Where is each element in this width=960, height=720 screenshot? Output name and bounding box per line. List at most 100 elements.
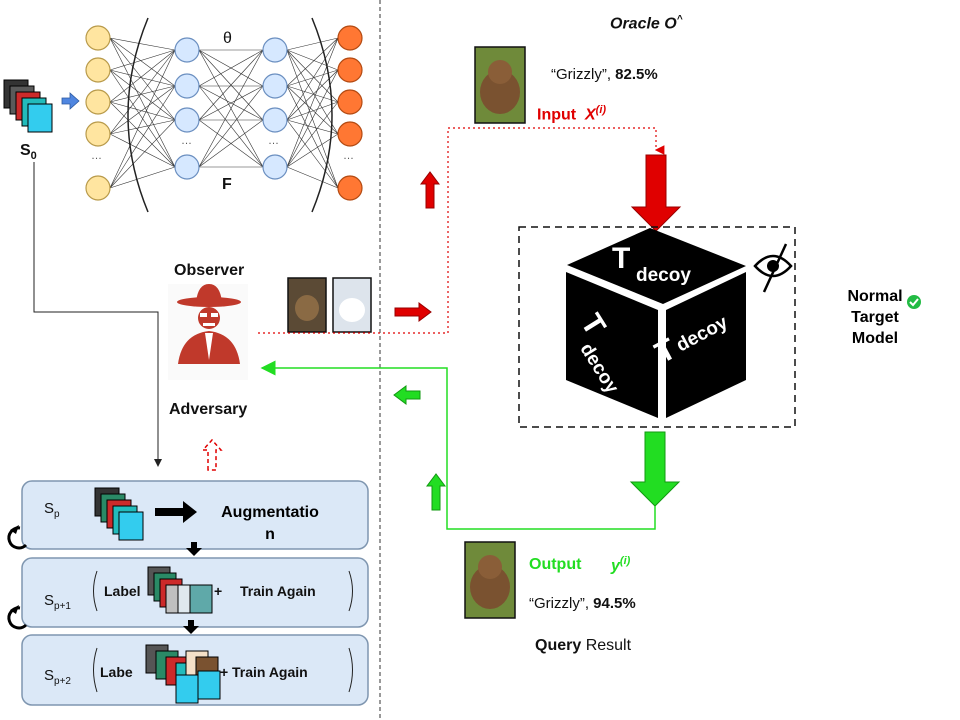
output-node: [337, 89, 363, 115]
row3-image-stack: [145, 644, 221, 704]
box2-left-bracket: [93, 570, 98, 612]
row2-train-again: Train Again: [240, 583, 316, 599]
green-left-arrow: [393, 385, 421, 405]
network-edge: [109, 101, 176, 121]
network-edge: [109, 166, 176, 189]
theta-label: θ: [223, 30, 232, 47]
network-edge: [109, 85, 176, 189]
network-edge: [198, 85, 264, 168]
query-input-path: [258, 127, 665, 334]
output-label: Output: [529, 556, 582, 573]
query-output-path: [260, 360, 656, 530]
network-edge: [286, 69, 339, 87]
network-edge: [286, 166, 339, 189]
green-up-arrow: [426, 473, 446, 511]
seed-to-training-line: [33, 162, 162, 467]
hidden-node-a: [174, 37, 200, 63]
eye-slash-icon: [753, 243, 793, 293]
network-edge: [286, 49, 339, 103]
network-edge: [109, 85, 176, 103]
network-edge: [109, 49, 176, 103]
cube-top-label: T decoy: [612, 242, 691, 286]
hidden-node-a: [174, 107, 200, 133]
red-up-arrow: [420, 171, 440, 209]
network-edge: [286, 85, 339, 189]
down-arrow-2: [183, 620, 199, 634]
grizzly-output-photo: [464, 541, 516, 619]
network-edge: [109, 49, 176, 189]
augment-arrow: [155, 501, 197, 523]
network-edge: [286, 119, 339, 135]
output-node: [337, 121, 363, 147]
network-edge: [109, 37, 176, 87]
network-edge: [286, 101, 339, 168]
svg-text:T: T: [612, 242, 630, 275]
output-caption: “Grizzly”, 94.5%: [529, 595, 636, 612]
box3-right-bracket: [348, 647, 353, 693]
ellipsis-3: …: [268, 135, 279, 147]
hidden-node-b: [262, 107, 288, 133]
f-label: F: [222, 176, 232, 193]
dashed-red-up-arrow: [201, 438, 223, 471]
output-node: [337, 25, 363, 51]
box3-left-bracket: [93, 647, 98, 693]
row2-s-label: Sp+1: [44, 592, 71, 612]
network-edge: [109, 37, 176, 168]
network-edge: [109, 119, 176, 189]
input-node: [85, 175, 111, 201]
network-edge: [109, 37, 176, 51]
seed-image-stack: [3, 79, 53, 133]
network-edge: [286, 85, 339, 103]
query-result-label: Query Result: [535, 637, 632, 654]
grizzly-input-photo: [474, 46, 526, 124]
output-big-arrow: [629, 431, 681, 507]
row3-label-text: Labe: [100, 664, 133, 680]
box2-right-bracket: [348, 570, 353, 612]
input-node: [85, 121, 111, 147]
input-big-arrow: [630, 154, 682, 232]
network-edge: [198, 119, 264, 168]
network-edge: [286, 37, 339, 51]
observer-label: Observer: [174, 262, 245, 279]
input-caption: “Grizzly”, 82.5%: [551, 66, 658, 83]
row1-s-label: Sp: [44, 500, 60, 520]
row3-train-again: Train Again: [232, 664, 308, 680]
row2-label-text: Label: [104, 583, 141, 599]
row2-image-stack: [147, 566, 213, 614]
output-node: [337, 57, 363, 83]
network-edge: [198, 85, 264, 121]
observer-images: [287, 277, 372, 333]
blue-arrow: [61, 92, 80, 110]
network-nodes: [85, 25, 363, 201]
output-var: y(i): [611, 555, 631, 575]
network-edge: [109, 37, 176, 121]
hidden-node-b: [262, 73, 288, 99]
network-edge: [109, 119, 176, 135]
observer-spy-icon: [168, 284, 248, 380]
output-node: [337, 175, 363, 201]
decoy-model-box: [518, 226, 796, 428]
ellipsis-2: …: [181, 135, 192, 147]
network-edge: [286, 37, 339, 87]
hidden-node-b: [262, 154, 288, 180]
row3-plus: +: [220, 664, 229, 680]
network-edge: [109, 101, 176, 168]
ellipsis-1: …: [91, 150, 102, 162]
ellipsis-4: …: [343, 150, 354, 162]
hidden-node-a: [174, 154, 200, 180]
row3-s-label: Sp+2: [44, 667, 71, 687]
svg-text:decoy: decoy: [636, 265, 691, 286]
red-right-arrow: [394, 302, 432, 322]
hidden-node-b: [262, 37, 288, 63]
cycle-icon-1: [7, 525, 28, 550]
input-node: [85, 89, 111, 115]
network-edge: [286, 37, 339, 121]
network-edge: [286, 133, 339, 168]
augmentation-label: Augmentatio n: [221, 504, 319, 543]
cycle-icon-2: [7, 605, 28, 630]
network-edge: [286, 101, 339, 121]
check-icon: [907, 295, 921, 309]
input-node: [85, 25, 111, 51]
hidden-node-a: [174, 73, 200, 99]
